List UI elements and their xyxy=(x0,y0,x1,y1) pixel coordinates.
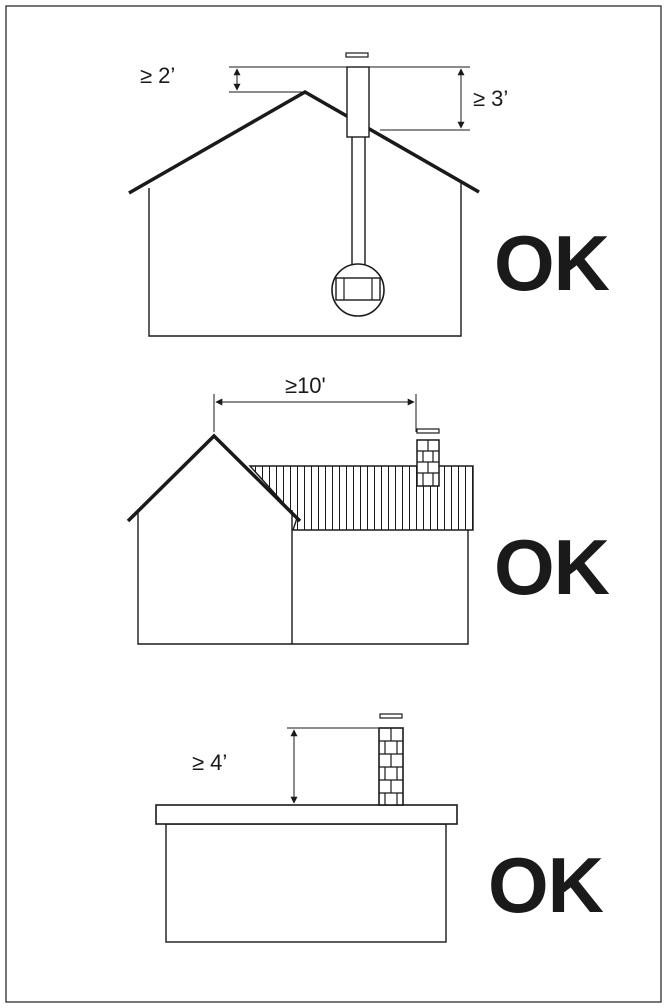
dimension-3ft: ≥ 3’ xyxy=(369,66,508,131)
dimension-10ft: ≥10' xyxy=(213,373,417,432)
dimension-label-4ft: ≥ 4’ xyxy=(192,750,227,775)
house-walls xyxy=(148,183,462,337)
dimension-label-10ft: ≥10' xyxy=(285,373,326,398)
gable-roof xyxy=(126,433,302,523)
verdict-ok-3: OK xyxy=(488,841,604,929)
chimney-top-section xyxy=(346,66,370,138)
masonry-chimney-3 xyxy=(378,713,404,806)
chimney-cap xyxy=(345,52,369,58)
dimension-label-2ft: ≥ 2’ xyxy=(140,63,175,88)
dimension-label-3ft: ≥ 3’ xyxy=(473,86,508,111)
pitched-roof xyxy=(128,89,480,195)
verdict-ok-2: OK xyxy=(494,523,610,611)
panel-ten-foot-rule: ≥10' OK xyxy=(126,373,611,645)
flat-roof-building xyxy=(165,823,447,943)
dimension-4ft: ≥ 4’ xyxy=(192,727,378,804)
verdict-ok-1: OK xyxy=(494,219,610,307)
wood-stove xyxy=(331,263,385,317)
addition-walls xyxy=(292,530,469,645)
gable-building-walls xyxy=(137,510,293,645)
masonry-chimney-2 xyxy=(416,428,440,487)
panel-flat-roof: ≥ 4’ OK xyxy=(155,713,605,943)
panel-pitched-roof: ≥ 2’ ≥ 3’ OK xyxy=(128,52,611,337)
flat-roof-slab xyxy=(155,804,458,825)
page-border xyxy=(5,5,662,1003)
dimension-2ft: ≥ 2’ xyxy=(140,63,348,93)
